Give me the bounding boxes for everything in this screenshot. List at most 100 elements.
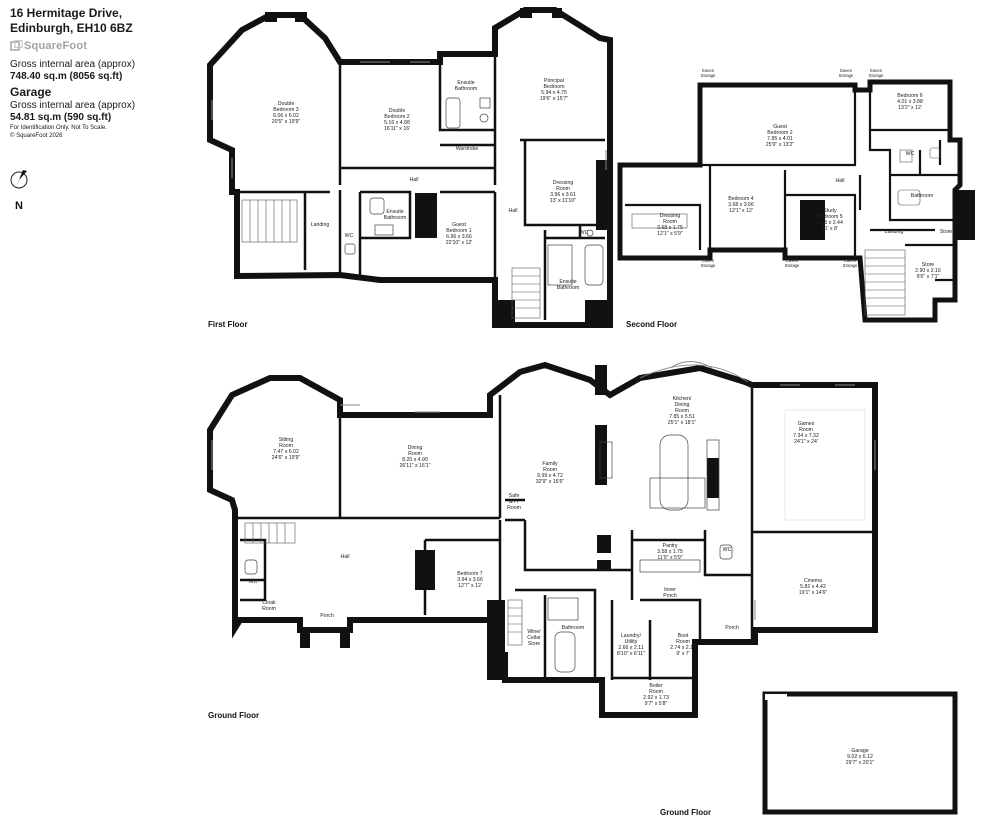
room-label-line: Room: [279, 443, 293, 449]
room-label-line: Wine/: [527, 629, 541, 635]
room-label-line: Study: [823, 208, 837, 214]
brand-logo: SquareFoot: [10, 39, 180, 53]
room-label-line: 3.96 x 3.61: [550, 192, 576, 198]
second-floor-plan: Second Floor: [617, 79, 975, 329]
room-label-line: 3.94 x 3.66: [457, 577, 483, 583]
room-label-line: 13' x 11'10": [550, 198, 576, 204]
garage-floor-label: Ground Floor: [660, 808, 711, 817]
room-label-line: Bedroom: [543, 84, 564, 90]
copyright-text: © SquareFoot 2026: [10, 133, 63, 139]
room-label-gf-hall: Hall: [341, 554, 350, 560]
room-label-line: Bedroom 2: [767, 130, 792, 136]
room-label-line: 2.90 x 2.16: [915, 268, 941, 274]
room-label-line: Bathroom: [557, 285, 580, 291]
room-label-ff-wc: WC: [345, 233, 354, 239]
compass-letter: N: [15, 200, 23, 212]
room-label-line: Cinema: [804, 578, 822, 584]
room-label-gf-wc2: WC: [249, 579, 258, 585]
room-label-line: 6.06 x 6.02: [273, 113, 299, 119]
room-label-line: Store: [940, 229, 953, 235]
garage-title: Garage: [10, 85, 52, 99]
room-label-line: & IT: [509, 499, 519, 505]
room-label-line: Bathroom: [455, 86, 478, 92]
room-label-line: Bedroom 1: [446, 228, 471, 234]
room-label-line: Hall: [410, 177, 419, 183]
room-label-line: 7.47 x 6.02: [273, 449, 299, 455]
room-label-line: Room: [663, 219, 677, 225]
room-label-line: 25'1" x 18'1": [668, 420, 697, 426]
room-label-ff-hall2: Hall: [509, 208, 518, 214]
room-label-line: Porch: [320, 613, 334, 619]
room-label-sf-hall: Hall: [836, 178, 845, 184]
room-label-line: 5.94 x 4.75: [541, 90, 567, 96]
room-label-line: Store: [922, 262, 935, 268]
room-label-line: Wardrobe: [456, 146, 479, 152]
room-label-line: Garage: [851, 748, 868, 754]
room-label-line: Room: [556, 186, 570, 192]
room-label-line: WC: [906, 151, 915, 157]
room-label-line: Guest: [452, 222, 466, 228]
address-line-2: Edinburgh, EH10 6BZ: [10, 21, 133, 35]
room-label-line: 8.20 x 4.90: [402, 457, 428, 463]
room-label-line: Cloak: [262, 600, 276, 606]
room-label-line: Room: [262, 606, 276, 612]
room-label-line: Principal: [544, 78, 564, 84]
room-label-line: 7.85 x 5.51: [669, 414, 695, 420]
room-label-sf-wc: WC: [906, 151, 915, 157]
room-label-line: 5.82 x 4.42: [800, 584, 826, 590]
room-label-line: Safe: [509, 493, 520, 499]
room-label-line: 32'9" x 15'6": [536, 479, 565, 485]
header-block: 16 Hermitage Drive, Edinburgh, EH10 6BZ …: [10, 6, 180, 140]
room-label-line: Room: [408, 451, 422, 457]
room-label-line: 6.96 x 3.66: [446, 234, 472, 240]
room-label-line: Games: [798, 421, 815, 427]
garage-area-value: 54.81 sq.m (590 sq.ft): [10, 112, 112, 123]
room-label-line: 11'9" x 5'9": [657, 555, 682, 561]
room-label-sf-store: Store: [940, 229, 953, 235]
room-label-sf-landing: Landing: [885, 229, 904, 235]
room-label-line: Inner: [664, 587, 676, 593]
room-label-line: Bedroom 4: [728, 196, 753, 202]
room-label-line: Hall: [341, 554, 350, 560]
room-label-line: 9'6" x 7'1": [917, 274, 940, 280]
room-label-line: Ensuite: [457, 80, 474, 86]
room-label-line: Bedroom 2: [384, 114, 409, 120]
room-label-line: Room: [543, 467, 557, 473]
first-floor-plan: First Floor: [207, 7, 613, 329]
room-label-line: WC: [723, 547, 732, 553]
room-label-line: Hall: [509, 208, 518, 214]
room-label-line: Dressing: [553, 180, 574, 186]
room-label-line: 9.02 x 6.12: [847, 754, 873, 760]
room-label-line: 2.66 x 2.11: [618, 645, 643, 651]
ground-floor-plan: Ground Floor: [207, 361, 878, 720]
room-label-gf-bathroom: Bathroom: [562, 625, 585, 631]
room-label-line: 24'6" x 19'9": [272, 455, 301, 461]
room-label-line: 11' x 8': [822, 226, 838, 232]
garage-area-label: Gross internal area (approx): [10, 100, 136, 111]
room-label-line: Hall: [836, 178, 845, 184]
room-label-line: 24'1" x 24': [794, 439, 818, 445]
